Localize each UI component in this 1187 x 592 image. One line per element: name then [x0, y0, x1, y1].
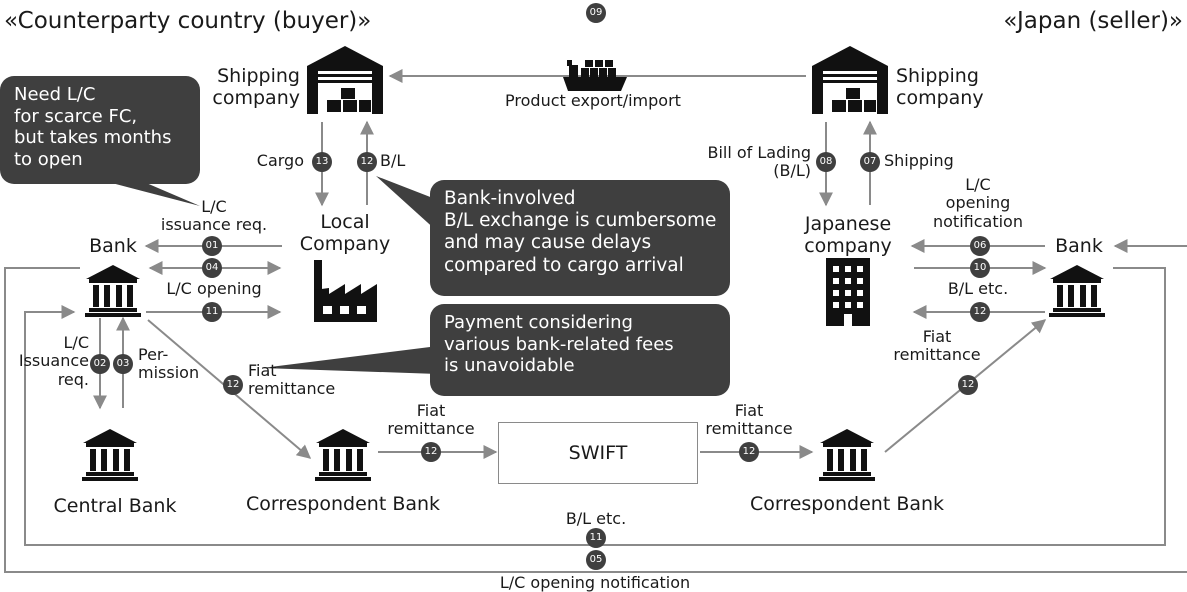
step-badge-09: 09 — [586, 3, 606, 23]
bl-left-label: B/L — [380, 151, 406, 170]
fiat-remittance-right-label: Fiat remittance — [893, 327, 981, 365]
step-badge-03: 03 — [113, 354, 133, 374]
cargo-label: Cargo — [256, 151, 304, 170]
step-badge-13: 13 — [312, 152, 332, 172]
local-company-label: Local Company — [299, 211, 391, 255]
step-badge-11: 11 — [202, 302, 222, 322]
warehouse-icon — [307, 46, 383, 114]
callout-line: for scarce FC, — [14, 105, 138, 127]
callout-line: compared to cargo arrival — [444, 254, 684, 276]
step-badge-12: 12 — [421, 442, 441, 462]
bank-icon — [82, 429, 138, 481]
callout-line: Need L/C — [14, 84, 96, 105]
step-badge-08: 08 — [816, 152, 836, 172]
factory-icon — [314, 260, 377, 322]
bl-etc-bottom-label: B/L etc. — [565, 509, 627, 528]
buyer-region-title: «Counterparty country (buyer)» — [4, 8, 372, 34]
step-badge-12: 12 — [958, 375, 978, 395]
shipping-label: Shipping — [884, 151, 954, 170]
lc-opening-notification-bottom-label: L/C opening notification — [499, 573, 691, 592]
step-badge-10: 10 — [970, 258, 990, 278]
callout-line: to open — [14, 148, 83, 170]
callout-payment-fees: Payment considering various bank-related… — [430, 304, 730, 396]
callout-line: B/L exchange is cumbersome — [444, 210, 717, 232]
bank-icon — [1049, 265, 1105, 317]
fiat-remittance-mid-right-label: Fiat remittance — [705, 401, 793, 439]
fiat-remittance-bank-label: Fiat remittance — [248, 361, 336, 399]
shipping-company-left-label: Shipping company — [212, 65, 300, 109]
callout-line: and may cause delays — [444, 232, 652, 254]
step-badge-02: 02 — [90, 354, 110, 374]
bl-etc-right-label: B/L etc. — [947, 279, 1009, 298]
correspondent-bank-right-label: Correspondent Bank — [749, 493, 945, 515]
permission-label: Per- mission — [138, 345, 200, 383]
step-badge-12: 12 — [970, 302, 990, 322]
callout-line: but takes months — [14, 127, 172, 149]
product-export-import-label: Product export/import — [505, 91, 681, 110]
step-badge-04: 04 — [202, 258, 222, 278]
callout-line: is unavoidable — [444, 355, 575, 377]
swift-network-box: SWIFT — [498, 422, 698, 484]
shipping-company-right-label: Shipping company — [896, 65, 984, 109]
bank-icon — [819, 429, 875, 481]
callout-line: Payment considering — [444, 312, 633, 333]
callout-line: various bank-related fees — [444, 333, 674, 355]
bank-left-label: Bank — [89, 235, 137, 257]
callout-line: Bank-involved — [444, 188, 576, 209]
bank-right-label: Bank — [1055, 235, 1103, 257]
lc-opening-label: L/C opening — [166, 279, 262, 298]
lc-opening-notification-right-label: L/C opening notification — [933, 175, 1023, 231]
step-badge-07: 07 — [860, 152, 880, 172]
callout-bank-involved: Bank-involved B/L exchange is cumbersome… — [430, 180, 730, 296]
bank-icon — [315, 429, 371, 481]
central-bank-label: Central Bank — [53, 495, 177, 517]
bill-of-lading-label: Bill of Lading (B/L) — [707, 143, 811, 181]
lc-issuance-req-label: L/C issuance req. — [160, 197, 268, 235]
step-badge-06: 06 — [970, 236, 990, 256]
callout-need-lc: Need L/C for scarce FC, but takes months… — [0, 76, 200, 184]
callout-tail-payment-fees — [262, 346, 438, 374]
callout-tail-need-lc — [108, 182, 200, 206]
swift-label: SWIFT — [568, 442, 628, 464]
warehouse-icon — [812, 46, 888, 114]
step-badge-12: 12 — [357, 152, 377, 172]
callout-tail-bank-involved — [376, 176, 438, 232]
japanese-company-label: Japanese company — [804, 213, 892, 257]
seller-region-title: «Japan (seller)» — [1003, 8, 1183, 34]
bank-icon — [85, 265, 141, 317]
step-badge-11: 11 — [586, 528, 606, 548]
fiat-remittance-mid-left-label: Fiat remittance — [387, 401, 475, 439]
office-building-icon — [826, 258, 870, 326]
ship-icon — [563, 60, 627, 91]
step-badge-01: 01 — [202, 236, 222, 256]
step-badge-12: 12 — [739, 442, 759, 462]
step-badge-12: 12 — [223, 375, 243, 395]
step-badge-05: 05 — [586, 550, 606, 570]
correspondent-bank-left-label: Correspondent Bank — [245, 493, 441, 515]
lc-issuance-req-left-label: L/C Issuance req. — [18, 333, 89, 389]
loop-lc-opening-notification — [4, 267, 1187, 573]
